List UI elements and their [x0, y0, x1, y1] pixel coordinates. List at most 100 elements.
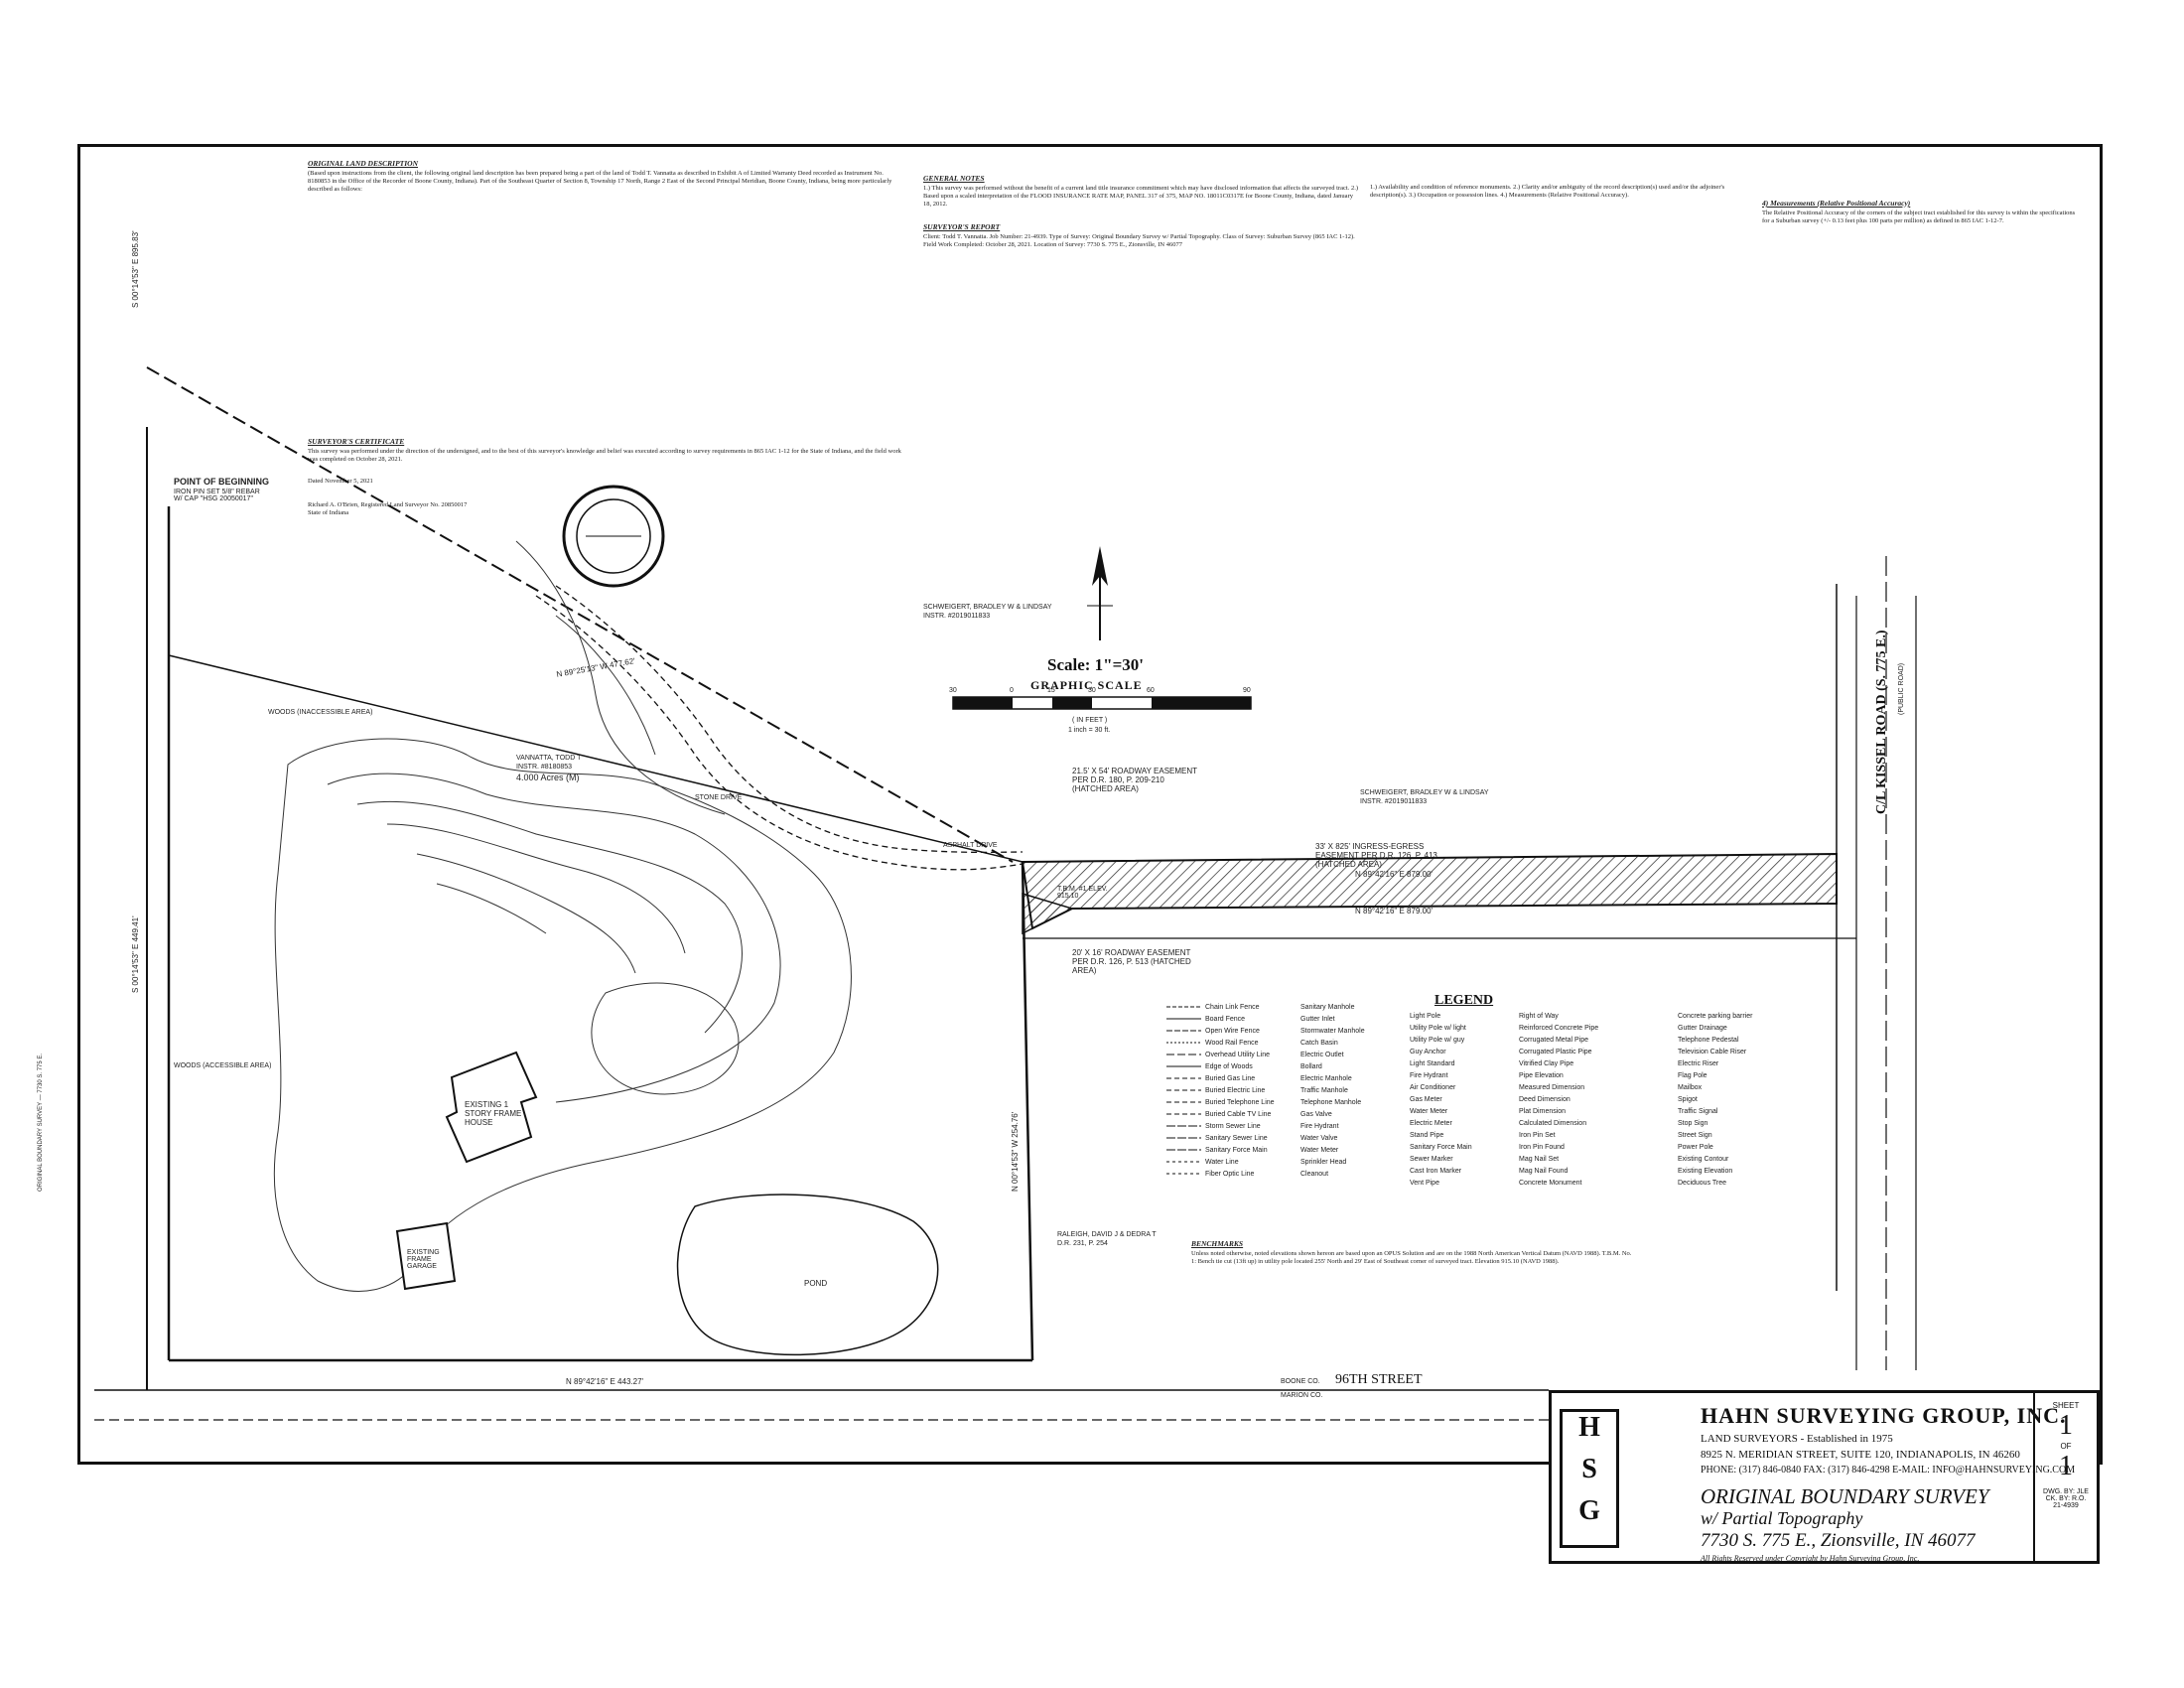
boone-county-label: BOONE CO. [1281, 1378, 1320, 1385]
legend-item: Board Fence [1205, 1016, 1246, 1023]
land-description-text: (Based upon instructions from the client… [308, 170, 892, 193]
legend-item: Fire Hydrant [1300, 1123, 1339, 1130]
legend-item: Concrete parking barrier [1678, 1013, 1753, 1020]
easement-top-label: 21.5' X 54' ROADWAY EASEMENT PER D.R. 18… [1072, 767, 1197, 793]
legend-item: Stand Pipe [1410, 1132, 1444, 1139]
sheet-number-box: SHEET 1 OF 1 DWG. BY: JLE CK. BY: R.O. 2… [2033, 1393, 2097, 1561]
legend-item: Electric Manhole [1300, 1075, 1352, 1082]
general-notes-heading: GENERAL NOTES [923, 174, 985, 183]
land-description-heading: ORIGINAL LAND DESCRIPTION [308, 159, 418, 168]
legend-item: Corrugated Plastic Pipe [1519, 1049, 1592, 1055]
legend-item: Telephone Manhole [1300, 1099, 1362, 1106]
scale-tick-4: 60 [1147, 687, 1155, 694]
legend-title: LEGEND [1434, 993, 1494, 1008]
legend-item: Gutter Drainage [1678, 1025, 1727, 1032]
surveyor-name: Richard A. O'Brien, Registered Land Surv… [308, 501, 468, 508]
stone-drive-label: STONE DRIVE [695, 794, 743, 801]
legend-item: Cleanout [1300, 1171, 1329, 1178]
legend-item: Gas Valve [1300, 1111, 1332, 1118]
legend-item: Catch Basin [1300, 1040, 1338, 1047]
legend-item: Fire Hydrant [1410, 1072, 1448, 1079]
benchmarks-text: Unless noted otherwise, noted elevations… [1191, 1250, 1632, 1265]
survey-subtitle: w/ Partial Topography [1701, 1508, 1863, 1528]
woods-inaccessible-label: WOODS (INACCESSIBLE AREA) [268, 709, 373, 716]
kissel-road-label: C/L KISSEL ROAD (S. 775 E.) [1874, 630, 1889, 814]
asphalt-drive-label: ASPHALT DRIVE [943, 842, 998, 849]
scale-text: Scale: 1"=30' [1047, 655, 1145, 674]
legend-item: Deed Dimension [1519, 1096, 1570, 1103]
easement-ingress-label: 33' X 825' INGRESS-EGRESS EASEMENT PER D… [1315, 842, 1437, 869]
legend-item: Light Standard [1410, 1060, 1455, 1067]
graphic-scale-label: GRAPHIC SCALE [1030, 678, 1143, 692]
legend-item: Spigot [1678, 1096, 1698, 1103]
legend-item: Gas Meter [1410, 1096, 1442, 1103]
theory-notes-text: 1.) Availability and condition of refere… [1370, 184, 1725, 199]
legend-item: Gutter Inlet [1300, 1016, 1335, 1023]
legend-item: Deciduous Tree [1678, 1180, 1727, 1187]
logo-letter: H [1578, 1412, 1600, 1443]
sheet-of: OF [2060, 1442, 2072, 1451]
legend-item: Edge of Woods [1205, 1063, 1253, 1070]
legend-item: Existing Elevation [1678, 1168, 1733, 1175]
surveyor-seal [562, 485, 665, 588]
tbm-label: T.B.M. #1 ELEV. 915.10 [1057, 886, 1108, 900]
legend-item: Stormwater Manhole [1300, 1028, 1365, 1035]
legend-item: Mag Nail Set [1519, 1156, 1560, 1163]
company-address: 8925 N. MERIDIAN STREET, SUITE 120, INDI… [1701, 1449, 2020, 1461]
benchmarks-block: BENCHMARKS Unless noted otherwise, noted… [1191, 1239, 1638, 1266]
owner-e-instr: INSTR. #2019011833 [1360, 798, 1428, 805]
legend-item: Water Line [1205, 1159, 1239, 1166]
graphic-scale-bar [952, 696, 1252, 710]
legend-item: Utility Pole w/ guy [1410, 1037, 1465, 1044]
copyright-line: All Rights Reserved under Copyright by H… [1701, 1554, 1920, 1563]
sheet-label: SHEET [2052, 1401, 2080, 1410]
legend-item: Electric Meter [1410, 1120, 1452, 1127]
surveyor-state: State of Indiana [308, 509, 349, 516]
contour-lines [273, 540, 852, 1292]
general-notes-text: 1.) This survey was performed without th… [923, 185, 1359, 208]
legend-item: Concrete Monument [1519, 1180, 1582, 1187]
owner-main-instr: INSTR. #8180853 [516, 764, 573, 771]
company-phone: PHONE: (317) 846-0840 FAX: (317) 846-429… [1701, 1465, 2076, 1476]
legend-item: Mailbox [1678, 1084, 1703, 1091]
legend-item: Sanitary Sewer Line [1205, 1135, 1268, 1142]
north-arrow-icon [1087, 546, 1113, 640]
owner-ne-instr: INSTR. #2019011833 [923, 613, 991, 620]
legend-item: Buried Electric Line [1205, 1087, 1266, 1094]
woods-accessible-label: WOODS (ACCESSIBLE AREA) [174, 1062, 272, 1069]
legend-item: Fiber Optic Line [1205, 1171, 1255, 1178]
certificate-heading: SURVEYOR'S CERTIFICATE [308, 437, 405, 446]
legend-item: Reinforced Concrete Pipe [1519, 1025, 1599, 1032]
owner-main-label: VANNATTA, TODD T [516, 755, 582, 762]
stone-drive-edge [555, 585, 1024, 854]
legend-item: Calculated Dimension [1519, 1120, 1587, 1127]
kissel-public-label: (PUBLIC ROAD) [1898, 662, 1905, 715]
legend-item: Air Conditioner [1410, 1084, 1456, 1091]
land-description-block: ORIGINAL LAND DESCRIPTION (Based upon in… [308, 159, 903, 194]
bearing-west: S 00°14'53" E 449.41' [131, 915, 140, 993]
legend-item: Telephone Pedestal [1678, 1037, 1739, 1044]
legend-item: Plat Dimension [1519, 1108, 1567, 1115]
legend-item: Electric Outlet [1300, 1052, 1344, 1058]
legend-item: Mag Nail Found [1519, 1168, 1569, 1175]
scale-tick-0: 30 [949, 687, 957, 694]
legend-symbols [1166, 1006, 1201, 1175]
sheet-number: 1 [2059, 1410, 2073, 1441]
legend-item: Traffic Manhole [1300, 1087, 1348, 1094]
hsg-logo: H S G [1560, 1409, 1619, 1548]
legend-item: Buried Cable TV Line [1205, 1111, 1272, 1118]
bearing-east: N 00°14'53" W 254.76' [1011, 1111, 1020, 1192]
legend-item: Water Meter [1300, 1147, 1339, 1154]
legend-item: Pipe Elevation [1519, 1072, 1564, 1079]
legend-item: Buried Gas Line [1205, 1075, 1256, 1082]
legend-col-2: Sanitary Manhole Gutter Inlet Stormwater… [1300, 1002, 1365, 1181]
legend-item: Water Meter [1410, 1108, 1448, 1115]
legend-item: Vitrified Clay Pipe [1519, 1060, 1574, 1067]
stone-drive [535, 595, 1024, 871]
scale-tick-5: 90 [1243, 687, 1251, 694]
title-block: H S G HAHN SURVEYING GROUP, INC. LAND SU… [1549, 1390, 2100, 1564]
legend-item: Power Pole [1678, 1144, 1713, 1151]
surveyor-report-text: Client: Todd T. Vannatta. Job Number: 21… [923, 233, 1355, 248]
marion-county-label: MARION CO. [1281, 1392, 1323, 1399]
